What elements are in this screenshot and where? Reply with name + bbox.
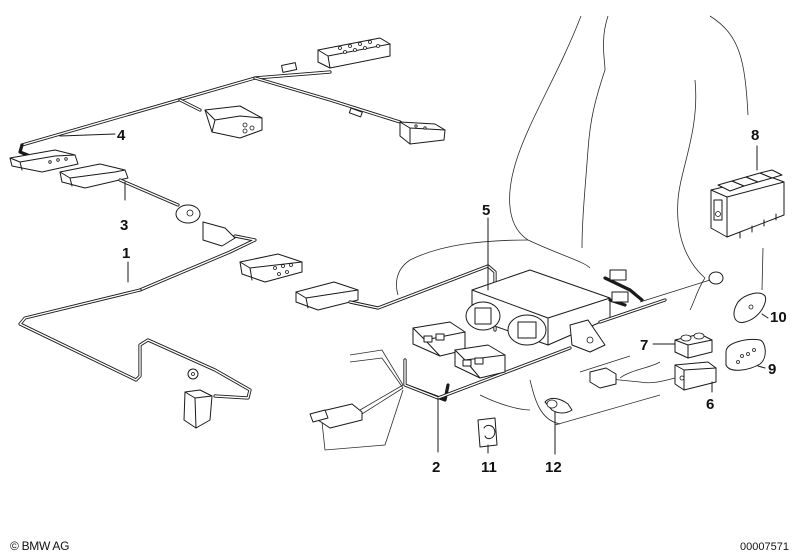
part-12-clip[interactable] [544, 397, 573, 414]
part-6-plug[interactable] [589, 361, 717, 391]
callouts: 1 2 3 4 5 6 7 8 9 10 11 12 [117, 127, 787, 476]
leader-lines [59, 133, 769, 455]
callout-8[interactable]: 8 [751, 127, 759, 144]
part-11-clip[interactable] [477, 417, 498, 448]
diagram-number: 00007571 [740, 541, 789, 553]
callout-7[interactable]: 7 [640, 337, 648, 354]
harness-3[interactable] [59, 163, 257, 292]
callout-3[interactable]: 3 [120, 217, 128, 234]
callout-12[interactable]: 12 [545, 459, 562, 476]
harness-5[interactable] [295, 264, 611, 353]
harness-1[interactable] [18, 253, 303, 429]
part-9-knob[interactable] [725, 339, 766, 371]
harness-4[interactable] [9, 37, 446, 173]
callout-6[interactable]: 6 [706, 396, 714, 413]
callout-5[interactable]: 5 [482, 202, 490, 219]
part-10-knob[interactable] [733, 292, 767, 324]
part-8-switch-block[interactable] [710, 169, 785, 239]
callout-9[interactable]: 9 [768, 361, 776, 378]
callout-11[interactable]: 11 [481, 459, 497, 476]
harness-2[interactable] [309, 269, 724, 451]
callout-1[interactable]: 1 [122, 245, 130, 262]
callout-2[interactable]: 2 [432, 459, 440, 476]
part-7-switch-cap[interactable] [674, 332, 713, 359]
callout-4[interactable]: 4 [117, 127, 126, 144]
seat-outline [396, 15, 764, 426]
copyright-text: © BMW AG [10, 539, 70, 553]
callout-10[interactable]: 10 [770, 309, 787, 326]
